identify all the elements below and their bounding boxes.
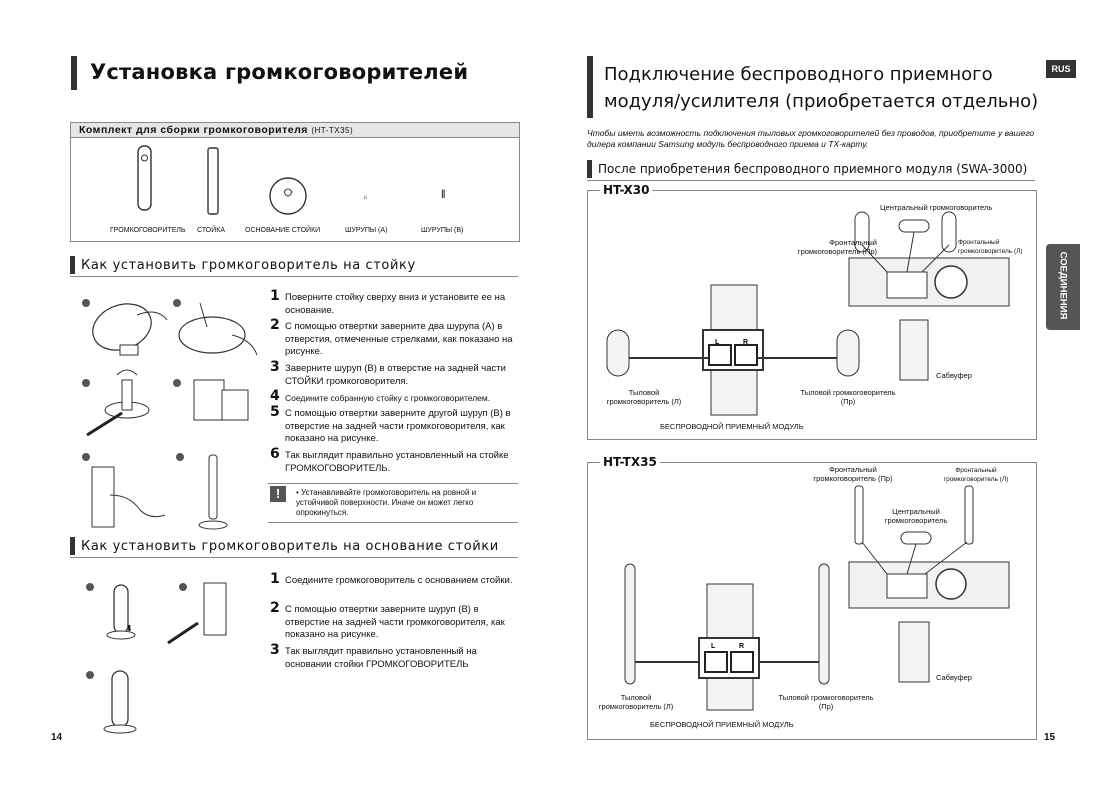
note-body: Устанавливайте громкоговоритель на ровно… [296,488,477,517]
kit-box: Комплект для сборки громкоговорителя (HT… [70,122,520,242]
step-number: 4 [270,388,280,404]
section1-illustrations [82,299,258,530]
d2-front-left-label: Фронтальный громкоговоритель (Л) [943,467,1009,483]
step-3: 3 Заверните шуруп (B) в отверстие на задн… [270,360,517,388]
section1-bar [70,256,75,274]
speaker-drawing [137,145,152,211]
step-text: Соедините громкоговоритель с основанием … [285,575,513,586]
lang-badge: RUS [1046,60,1076,78]
stand-drawing [207,147,219,215]
kit-item-screws-a: ШУРУПЫ (A) [345,227,388,234]
step-number: 1 [270,571,280,587]
d1-module-label: БЕСПРОВОДНОЙ ПРИЕМНЫЙ МОДУЛЬ [660,422,804,431]
step-4: 4 Соедините собранную стойку с громкогово… [270,389,517,405]
svg-text:R: R [743,339,748,346]
note-box: ! • Устанавливайте громкоговоритель на р… [268,483,518,523]
right-title-line1: Подключение беспроводного приемного [604,64,993,85]
divider [587,180,1035,181]
s2-step-3: 3 Так выглядит правильно установленный на… [270,643,517,671]
title-bar [71,56,77,90]
kit-header: Комплект для сборки громкоговорителя (HT… [71,123,519,138]
page-number-right: 15 [1044,732,1056,743]
d2-rear-left-label: Тыловой громкоговоритель (Л) [598,693,674,711]
step-text: Так выглядит правильно установленный на … [285,450,509,474]
note-text: • Устанавливайте громкоговоритель на ров… [296,488,477,517]
d1-front-left-label: Фронтальный громкоговоритель (Л) [958,239,1023,255]
diagram2-drawing: L R [624,485,1010,711]
side-tab: СОЕДИНЕНИЯ [1046,244,1080,330]
kit-header-text: Комплект для сборки громкоговорителя [79,124,308,136]
divider [70,276,518,277]
step-1: 1 Поверните стойку сверху вниз и установи… [270,289,517,317]
intro-text: Чтобы иметь возможность подключения тыло… [587,128,1035,149]
step-number: 5 [270,404,280,420]
section2-bar [70,537,75,555]
kit-illustrations: ᵢᵢ ǁ [137,145,445,215]
step-number: 3 [270,642,280,658]
step-number: 6 [270,446,280,462]
divider [70,557,518,558]
diagram1-drawing: L R [606,211,1010,416]
page-title: Установка громкоговорителей [90,60,469,84]
d1-center-label: Центральный громкоговоритель [880,203,993,212]
warning-icon: ! [270,486,286,502]
d2-front-right-label: Фронтальный громкоговоритель (Пр) [813,465,893,483]
right-title-bar [587,56,593,118]
s2-step-1: 1 Соедините громкоговоритель с основанием… [270,572,517,588]
step-number: 1 [270,288,280,304]
section1-title: Как установить громкоговоритель на стойк… [81,258,416,273]
diagram2-model: HT-TX35 [600,455,660,469]
section2-title: Как установить громкоговоритель на основ… [81,539,499,554]
svg-text:L: L [715,339,720,346]
right-section-title: После приобретения беспроводного приемно… [598,162,1028,176]
d2-subwoofer-label: Сабвуфер [936,673,972,682]
step-text: Поверните стойку сверху вниз и установит… [285,292,506,316]
step-text: Соедините собранную стойку с громкоговор… [285,393,491,403]
kit-item-speaker: ГРОМКОГОВОРИТЕЛЬ [110,227,186,234]
step-text: С помощью отвертки заверните два шурупа … [285,321,513,357]
d1-subwoofer-label: Сабвуфер [936,371,972,380]
d2-center-label: Центральный громкоговоритель [884,507,948,525]
right-section-bar [587,160,592,178]
diagram1-model: HT-X30 [600,183,653,197]
step-number: 3 [270,359,280,375]
kit-model: (HT-TX35) [311,126,354,135]
page-number-left: 14 [51,732,63,743]
step-text: С помощью отвертки заверните другой шуру… [285,408,511,444]
screws-b-drawing: ǁ [441,189,445,199]
section2-illustrations: ⬇ [86,582,227,734]
step-number: 2 [270,600,280,616]
step-text: Заверните шуруп (B) в отверстие на задне… [285,363,506,387]
step-number: 2 [270,317,280,333]
kit-item-screws-b: ШУРУПЫ (B) [421,227,464,234]
d1-rear-right-label: Тыловой громкоговоритель (Пр) [800,388,896,406]
d2-module-label: БЕСПРОВОДНОЙ ПРИЕМНЫЙ МОДУЛЬ [650,720,794,729]
d2-rear-right-label: Тыловой громкоговоритель (Пр) [778,693,874,711]
s2-step-2: 2 С помощью отвертки заверните шуруп (B) … [270,601,517,642]
step-2: 2 С помощью отвертки заверните два шурупа… [270,318,517,359]
svg-text:⬇: ⬇ [126,624,133,633]
right-title-line2: модуля/усилителя (приобретается отдельно… [604,91,1039,112]
svg-text:R: R [739,643,744,650]
screws-a-drawing: ᵢᵢ [364,192,367,201]
d1-front-right-label: Фронтальный громкоговоритель (Пр) [797,238,877,256]
diagram2-box [587,462,1037,740]
step-text: Так выглядит правильно установленный на … [285,646,477,670]
step-6: 6 Так выглядит правильно установленный на… [270,447,517,475]
kit-item-stand: СТОЙКА [197,227,226,234]
step-5: 5 С помощью отвертки заверните другой шур… [270,405,517,446]
step-text: С помощью отвертки заверните шуруп (B) в… [285,604,505,640]
d1-rear-left-label: Тыловой громкоговоритель (Л) [606,388,682,406]
side-tab-label: СОЕДИНЕНИЯ [1057,251,1069,320]
kit-item-base: ОСНОВАНИЕ СТОЙКИ [245,227,321,234]
svg-text:L: L [711,643,716,650]
diagram1-box [587,190,1037,440]
